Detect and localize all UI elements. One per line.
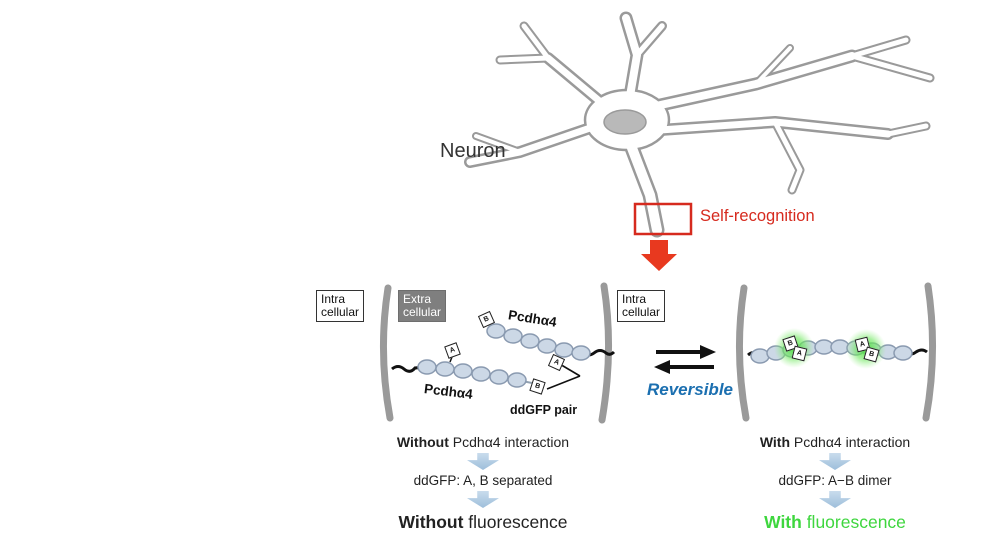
membrane-right-1 <box>735 284 750 422</box>
right-result-text: With fluorescence <box>764 512 906 532</box>
right-state-text: ddGFP: A−B dimer <box>778 473 892 488</box>
intracellular-label-left: Intra cellular <box>316 290 365 322</box>
neuron-drawing <box>464 11 935 238</box>
self-recognition-box <box>633 202 693 236</box>
red-down-arrow-icon <box>641 240 677 271</box>
neuron-nucleus <box>603 109 647 135</box>
left-state-text: ddGFP: A, B separated <box>413 473 553 488</box>
membrane-left-2 <box>598 282 613 424</box>
left-interaction-text: Without Pcdhα4 interaction <box>396 434 570 450</box>
pcdh-chain-dimer <box>747 328 928 369</box>
left-result-text: Without fluorescence <box>398 512 568 532</box>
reversible-label: Reversible <box>647 380 733 399</box>
cell-membranes <box>379 282 937 424</box>
extracellular-label: Extra cellular <box>398 290 447 322</box>
intracellular-label-right: Intra cellular <box>617 290 666 322</box>
self-recognition-label: Self-recognition <box>700 207 815 225</box>
membrane-right-2 <box>922 282 937 422</box>
membrane-left-1 <box>379 284 394 422</box>
reversible-arrows-icon <box>654 345 716 374</box>
pcdh-chain-separated-top <box>486 322 616 362</box>
pcdh-chain-separated-bottom <box>391 356 533 388</box>
ddgfp-pair-label: ddGFP pair <box>510 403 578 417</box>
neuron-label: Neuron <box>440 140 506 162</box>
right-interaction-text: With Pcdhα4 interaction <box>759 434 911 450</box>
intracellular-tail-squiggle <box>391 365 428 373</box>
